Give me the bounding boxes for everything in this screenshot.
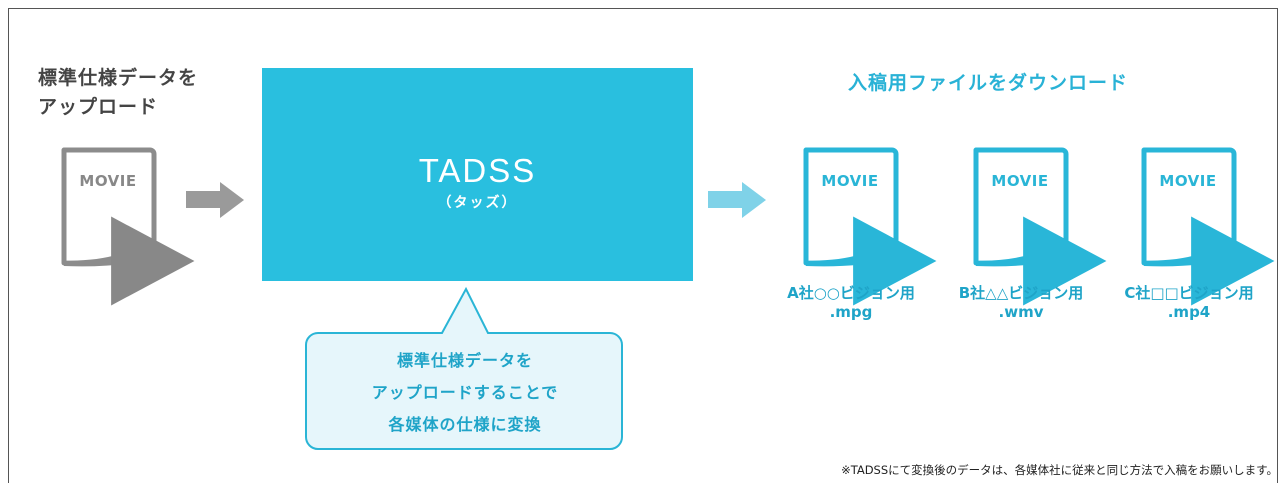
caption-extension: .mpg: [829, 303, 873, 321]
caption-line: A社○○ビジョン用: [787, 284, 915, 302]
callout-text: 標準仕様データを アップロードすることで 各媒体の仕様に変換: [371, 351, 559, 434]
play-icon: [111, 216, 195, 306]
callout-bubble: [305, 286, 623, 450]
arrow-right-icon: [186, 182, 244, 218]
play-icon: [1023, 216, 1107, 306]
movie-file-icon-c: MOVIE: [1140, 146, 1275, 306]
file-caption-c: C社□□ビジョン用 .mp4: [1104, 284, 1274, 322]
file-caption-a: A社○○ビジョン用 .mpg: [766, 284, 936, 322]
caption-line: C社□□ビジョン用: [1124, 284, 1254, 302]
play-icon: [1191, 216, 1275, 306]
file-label: MOVIE: [79, 172, 137, 190]
file-caption-b: B社△△ビジョン用 .wmv: [936, 284, 1106, 322]
caption-extension: .mp4: [1167, 303, 1211, 321]
download-title: 入稿用ファイルをダウンロード: [848, 72, 1129, 94]
caption-extension: .wmv: [998, 303, 1044, 321]
footnote: ※TADSSにて変換後のデータは、各媒体社に従来と同じ方法で入稿をお願いします。: [841, 463, 1278, 477]
movie-file-icon-a: MOVIE: [802, 146, 937, 306]
movie-file-icon: MOVIE: [60, 146, 195, 306]
movie-file-icon-b: MOVIE: [972, 146, 1107, 306]
caption-line: B社△△ビジョン用: [958, 284, 1084, 302]
file-label: MOVIE: [991, 172, 1049, 190]
file-label: MOVIE: [821, 172, 879, 190]
file-label: MOVIE: [1159, 172, 1217, 190]
upload-title: 標準仕様データを アップロード: [38, 67, 199, 118]
tadss-title: TADSS: [418, 152, 537, 189]
tadss-box: TADSS （タッズ）: [262, 68, 693, 281]
tadss-subtitle: （タッズ）: [437, 195, 518, 211]
arrow-right-icon: [708, 182, 766, 218]
play-icon: [853, 216, 937, 306]
